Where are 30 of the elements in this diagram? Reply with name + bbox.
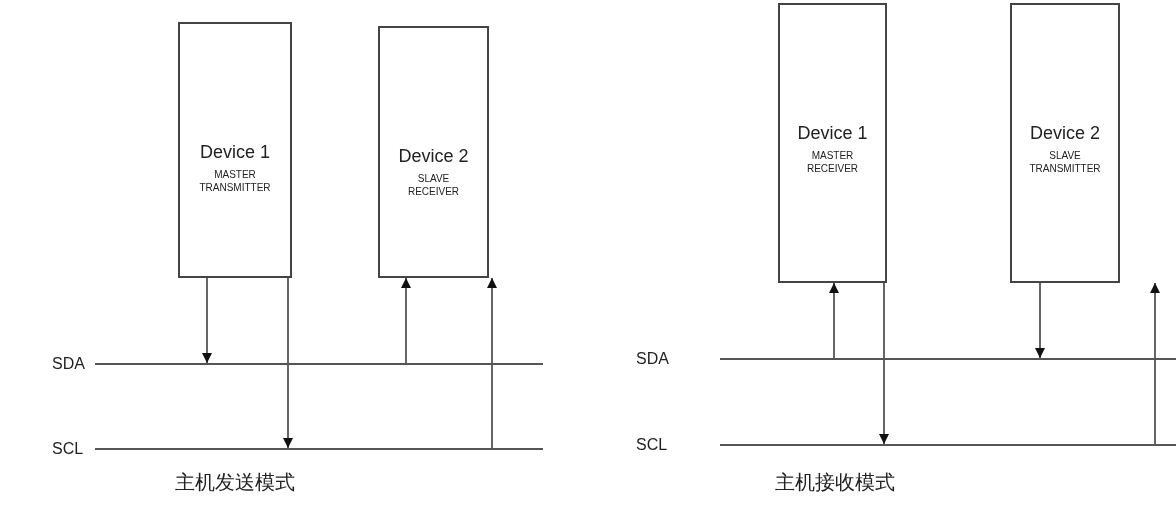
bus-line bbox=[720, 358, 1176, 360]
device-role: SLAVE TRANSMITTER bbox=[1028, 149, 1102, 175]
arrow bbox=[401, 277, 411, 364]
arrow bbox=[829, 282, 839, 359]
device-name: Device 2 bbox=[398, 146, 469, 167]
signal-name: SDA bbox=[636, 349, 669, 369]
arrow bbox=[879, 282, 889, 445]
device-role: SLAVE RECEIVER bbox=[406, 172, 461, 198]
arrow bbox=[283, 277, 293, 449]
device-box bbox=[1010, 3, 1120, 283]
device-name: Device 2 bbox=[1030, 123, 1100, 144]
signal-name: SCL bbox=[636, 435, 668, 455]
device-box bbox=[778, 3, 887, 283]
arrow bbox=[1150, 282, 1160, 445]
mode-caption: 主机接收模式 bbox=[775, 470, 895, 494]
arrow bbox=[487, 277, 497, 449]
device-name: Device 1 bbox=[797, 123, 868, 144]
signal-name: SCL bbox=[52, 439, 84, 459]
mode-caption: 主机发送模式 bbox=[175, 470, 295, 494]
arrow bbox=[1035, 282, 1045, 359]
bus-line bbox=[95, 448, 543, 450]
bus-line bbox=[720, 444, 1176, 446]
device-box bbox=[178, 22, 292, 278]
bus-line bbox=[95, 363, 543, 365]
arrow bbox=[202, 277, 212, 364]
device-role: MASTER RECEIVER bbox=[805, 149, 860, 175]
device-role: MASTER TRANSMITTER bbox=[198, 168, 272, 194]
signal-name: SDA bbox=[52, 354, 85, 374]
device-name: Device 1 bbox=[200, 142, 270, 163]
device-box bbox=[378, 26, 489, 278]
